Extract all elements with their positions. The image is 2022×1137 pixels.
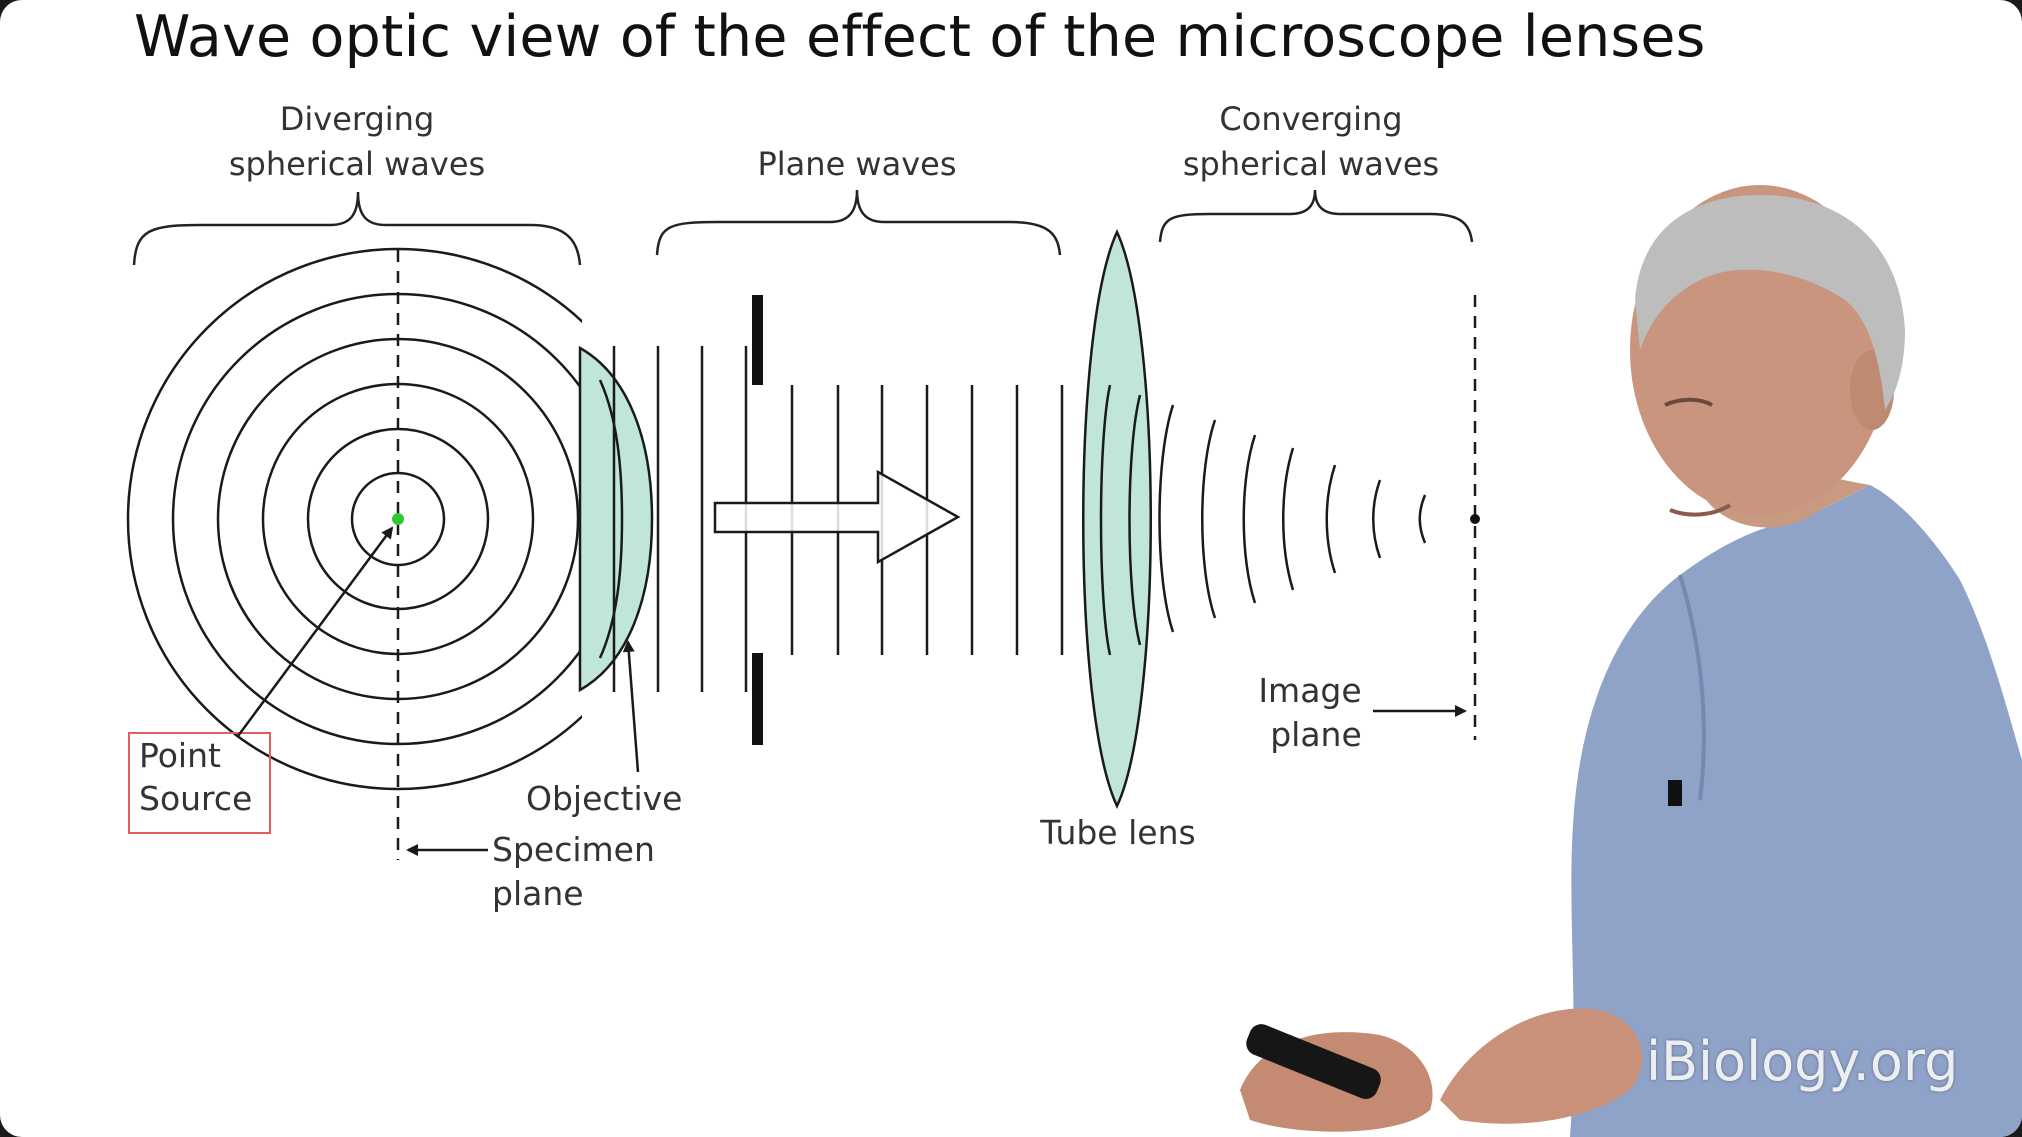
specimen-label-2: plane — [492, 874, 584, 913]
aperture-bottom — [752, 653, 763, 745]
plane-waves-label: Plane waves — [757, 145, 956, 183]
diverging-brace — [132, 191, 582, 266]
slide-title: Wave optic view of the effect of the mic… — [134, 4, 1706, 70]
objective-label: Objective — [526, 779, 682, 818]
shirt-placket — [1678, 574, 1706, 801]
watermark-logo: iBiology.org — [1646, 1030, 1959, 1093]
tube-lens-inner-wave-1 — [1099, 384, 1112, 656]
specimen-label-1: Specimen — [492, 830, 655, 869]
tube-lens-label: Tube lens — [1039, 813, 1195, 852]
point-source-pointer — [236, 526, 394, 737]
remote-clicker — [1246, 1024, 1381, 1099]
presenter-right-hand — [1440, 1008, 1643, 1124]
point-source-highlight-box — [128, 732, 271, 834]
diverging-label-2: spherical waves — [229, 145, 485, 183]
presenter-hair — [1635, 195, 1905, 410]
aperture-top — [752, 295, 763, 385]
converging-label-2: spherical waves — [1183, 145, 1439, 183]
presenter-mouth — [1669, 503, 1732, 517]
point-source-label-1: Point — [139, 736, 221, 775]
converging-waves — [1158, 404, 1427, 633]
tube-lens-inner-wave-2 — [1128, 394, 1142, 646]
propagation-arrow — [713, 469, 961, 565]
converging-brace — [1158, 189, 1474, 243]
image-point-dot — [1470, 514, 1480, 524]
image-plane-label-2: plane — [1270, 715, 1362, 754]
presenter-shirt — [1570, 485, 2022, 1137]
lapel-microphone — [1668, 780, 1682, 806]
point-source-dot — [392, 513, 404, 525]
converging-label-1: Converging — [1219, 100, 1402, 138]
objective-pointer — [622, 640, 640, 773]
point-source-label-2: Source — [139, 779, 252, 818]
plane-waves-brace — [655, 189, 1062, 256]
presenter-eye — [1664, 397, 1714, 407]
image-plane-label-1: Image — [1258, 671, 1361, 710]
objective-lens — [578, 345, 654, 693]
tube-lens — [1082, 228, 1152, 809]
diverging-label-1: Diverging — [280, 100, 435, 138]
